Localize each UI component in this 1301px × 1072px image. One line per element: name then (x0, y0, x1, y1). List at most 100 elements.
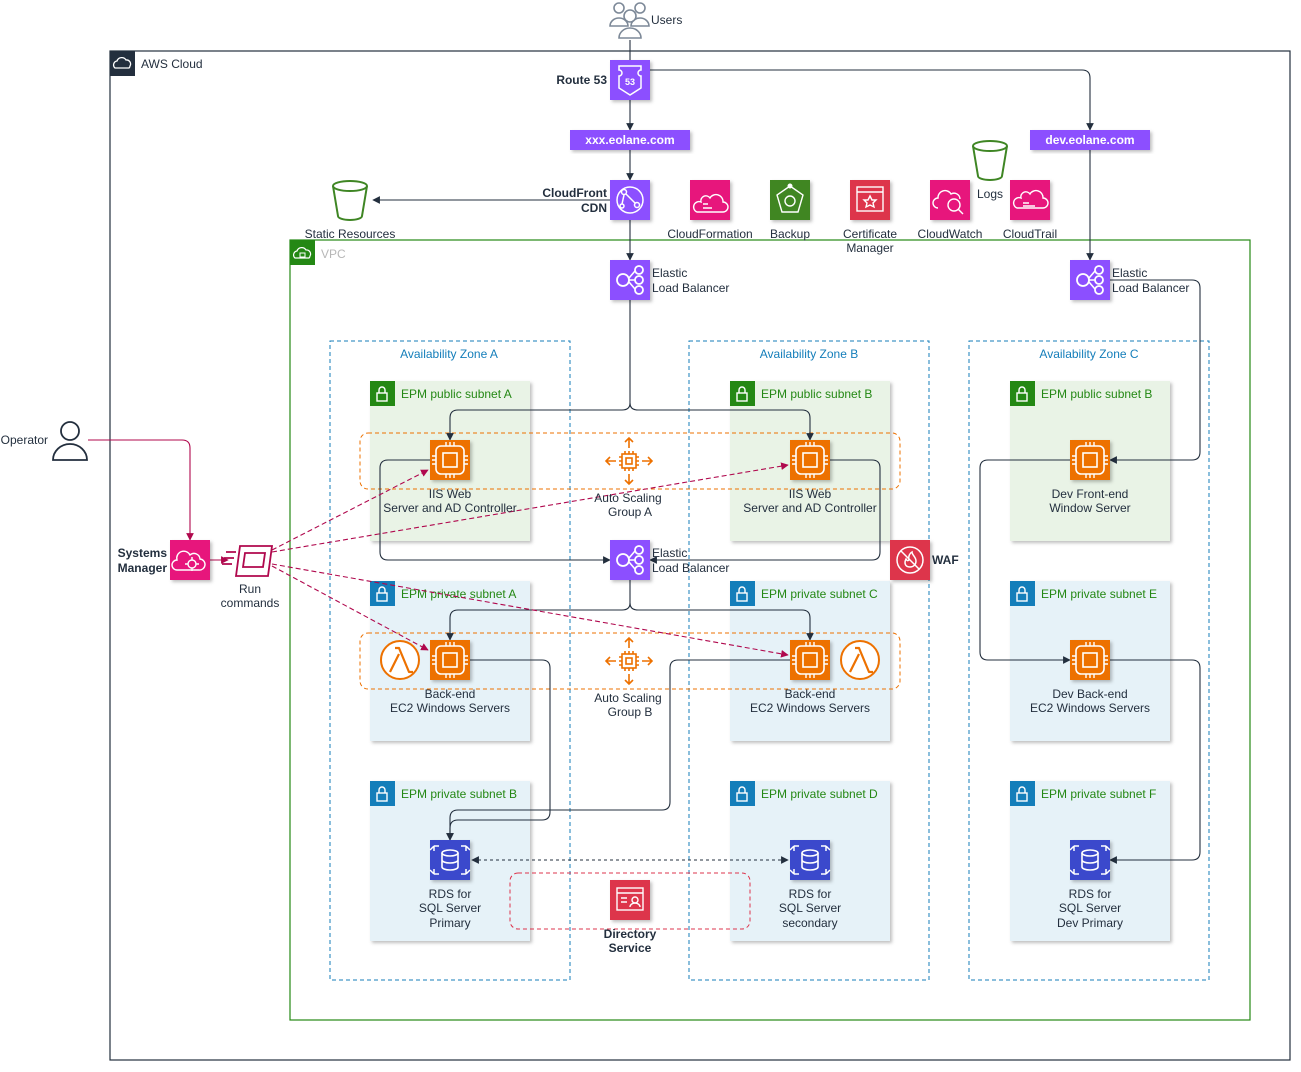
rds-dev-node[interactable]: RDS for SQL Server Dev Primary (1057, 840, 1123, 930)
backend-c-label-line2: EC2 Windows Servers (750, 701, 870, 715)
connectors (372, 40, 1201, 864)
private-subnet-b-label: EPM private subnet B (401, 787, 517, 801)
asg-b-label-line1: Auto Scaling (594, 691, 661, 705)
backend-a-label-line1: Back-end (425, 687, 476, 701)
cloudwatch-icon (932, 189, 964, 215)
elb-prod-label-line2: Load Balancer (652, 281, 729, 295)
rds-secondary-node[interactable]: RDS for SQL Server secondary (779, 840, 841, 930)
edge-devback-devrds (1109, 659, 1201, 864)
auto-scaling-icon (604, 436, 654, 486)
systems-manager-label-line2: Manager (118, 561, 168, 575)
elb-internal-label-line2: Load Balancer (652, 561, 729, 575)
route53-icon: 53 (618, 65, 642, 96)
aws-cloud-icon (112, 56, 132, 69)
backup-icon (776, 183, 804, 213)
edge-iis-a-internal-elb (379, 459, 611, 564)
edge-run-backend-a (271, 565, 429, 651)
az-a-label: Availability Zone A (400, 347, 498, 361)
backend-a-label-line2: EC2 Windows Servers (390, 701, 510, 715)
backup-node[interactable]: Backup (770, 180, 810, 241)
iis-server-b-node[interactable]: IIS Web Server and AD Controller (743, 440, 877, 515)
cloudwatch-node[interactable]: CloudWatch (918, 180, 983, 241)
cloudfront-node[interactable]: CloudFront CDN (542, 180, 650, 220)
edge-devfront-devback (979, 459, 1071, 664)
iis-a-label-line2: Server and AD Controller (383, 501, 516, 515)
certificate-manager-node[interactable]: Certificate Manager (843, 180, 897, 255)
elb-internal-label-line1: Elastic (652, 546, 687, 560)
edge-run-iis-a (271, 469, 429, 551)
edge-route53-dev-domain (650, 69, 1094, 131)
edge-run-backend-c (271, 563, 789, 658)
route53-label: Route 53 (556, 73, 607, 87)
auto-scaling-group-b-node[interactable]: Auto Scaling Group B (594, 636, 662, 719)
elb-prod-node[interactable]: Elastic Load Balancer (610, 260, 729, 300)
edge-develb-devfront (1109, 279, 1201, 464)
lambda-icon (839, 639, 881, 681)
asg-b-label-line2: Group B (608, 705, 653, 719)
management-connectors (88, 439, 789, 658)
operator-node[interactable]: Operator (1, 421, 88, 461)
route53-node[interactable]: 53 Route 53 (556, 60, 650, 100)
lambda-icon (379, 639, 421, 681)
vpc-icon (293, 247, 312, 259)
directory-service-icon (616, 887, 644, 911)
cloudformation-node[interactable]: CloudFormation (667, 180, 753, 241)
rds-dev-label-line1: RDS for (1069, 887, 1112, 901)
public-subnet-b-label: EPM public subnet B (761, 387, 872, 401)
logs-node[interactable]: Logs (972, 140, 1008, 201)
edge-internal-elb-backend-a (446, 580, 631, 641)
iis-server-a-node[interactable]: IIS Web Server and AD Controller (383, 440, 517, 515)
auto-scaling-group-a-node[interactable]: Auto Scaling Group A (594, 436, 662, 519)
directory-service-node[interactable]: Directory Service (604, 880, 657, 955)
elb-dev-label-line1: Elastic (1112, 266, 1147, 280)
rds-dev-label-line2: SQL Server (1059, 901, 1121, 915)
asg-a-label-line1: Auto Scaling (594, 491, 661, 505)
run-commands-label-line2: commands (221, 596, 280, 610)
rds-dev-label-line3: Dev Primary (1057, 916, 1123, 930)
operator-label: Operator (1, 433, 48, 447)
systems-manager-node[interactable]: Systems Manager (118, 540, 210, 580)
iis-a-label-line1: IIS Web (429, 487, 472, 501)
auto-scaling-icon (604, 636, 654, 686)
logs-label: Logs (977, 187, 1003, 201)
private-subnet-c-label: EPM private subnet C (761, 587, 878, 601)
az-b-label: Availability Zone B (760, 347, 859, 361)
vpc-group: VPC (289, 239, 1251, 1021)
backend-c-node[interactable]: Back-end EC2 Windows Servers (750, 639, 881, 715)
elb-prod-label-line1: Elastic (652, 266, 687, 280)
auto-scaling-group-a-box (359, 432, 901, 490)
private-subnet-d-label: EPM private subnet D (761, 787, 878, 801)
public-subnet-a-label: EPM public subnet A (401, 387, 512, 401)
waf-node[interactable]: WAF (890, 540, 959, 580)
cloudtrail-node[interactable]: CloudTrail (1003, 180, 1057, 241)
edge-backend-c-rds-primary (446, 659, 790, 841)
run-commands-node[interactable]: Run commands (221, 545, 280, 610)
private-subnet-a-label: EPM private subnet A (401, 587, 516, 601)
waf-label: WAF (932, 553, 959, 567)
dev-frontend-label-line2: Window Server (1049, 501, 1130, 515)
backend-a-node[interactable]: Back-end EC2 Windows Servers (379, 639, 510, 715)
cloudformation-icon (692, 193, 729, 213)
directory-service-label-line1: Directory (604, 927, 657, 941)
s3-bucket-icon (332, 180, 368, 221)
rds-secondary-label-line3: secondary (782, 916, 837, 930)
asg-a-label-line2: Group A (608, 505, 652, 519)
elb-dev-node[interactable]: Elastic Load Balancer (1070, 260, 1189, 300)
dev-domain-badge[interactable]: dev.eolane.com (1030, 130, 1150, 150)
edge-iis-b-internal-elb (649, 459, 881, 564)
dev-frontend-node[interactable]: Dev Front-end Window Server (1049, 440, 1131, 515)
prod-domain-label: xxx.eolane.com (585, 133, 674, 147)
private-subnet-e-label: EPM private subnet E (1041, 587, 1157, 601)
static-resources-node[interactable]: Static Resources (305, 180, 396, 241)
users-node[interactable]: Users (609, 2, 682, 39)
cloudwatch-label: CloudWatch (918, 227, 983, 241)
prod-domain-badge[interactable]: xxx.eolane.com (570, 130, 690, 150)
elb-internal-node[interactable]: Elastic Load Balancer (610, 540, 729, 580)
certificate-manager-label-line2: Manager (846, 241, 893, 255)
dev-backend-node[interactable]: Dev Back-end EC2 Windows Servers (1030, 640, 1150, 715)
edge-internal-elb-backend-c (629, 602, 814, 641)
waf-icon (896, 546, 924, 574)
public-subnet-dev-label: EPM public subnet B (1041, 387, 1152, 401)
edge-operator-ssm (88, 439, 194, 541)
rds-primary-node[interactable]: RDS for SQL Server Primary (419, 840, 481, 930)
